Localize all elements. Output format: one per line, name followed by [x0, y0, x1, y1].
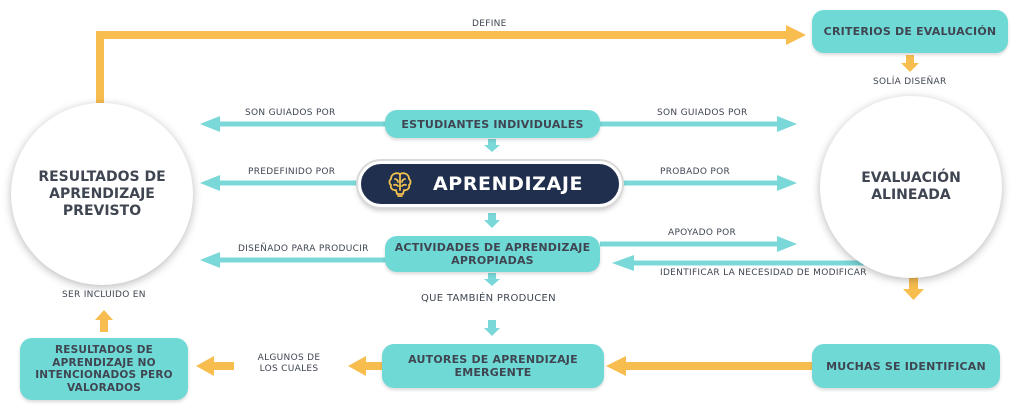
teal-connectors [200, 116, 864, 336]
node-muchas: MUCHAS SE IDENTIFICAN [812, 344, 1000, 388]
node-resultados-previsto: RESULTADOS DE APRENDIZAJE PREVISTO [11, 103, 193, 285]
arrowhead-predefinido [200, 175, 220, 191]
arrowhead-probado [777, 175, 797, 191]
arrow-disenado [218, 257, 386, 263]
label-algunos: ALGUNOS DE LOS CUALES [257, 353, 321, 374]
label-solia-disenar: SOLÍA DISEÑAR [873, 77, 947, 87]
node-actividades-label: ACTIVIDADES DE APRENDIZAJE APROPIADAS [394, 241, 591, 267]
node-autores-label: AUTORES DE APRENDIZAJE EMERGENTE [408, 353, 578, 379]
arrow-identificar [632, 260, 864, 266]
label-ser-incluido: SER INCLUIDO EN [62, 290, 146, 300]
orange-connectors [95, 25, 924, 376]
label-tambien-producen: QUE TAMBIÉN PRODUCEN [421, 293, 556, 304]
arrowhead-to-no-intencionados [196, 356, 214, 376]
arrowhead-define [786, 25, 806, 45]
arrow-define-vertical [96, 31, 104, 103]
label-disenado: DISEÑADO PARA PRODUCIR [238, 244, 369, 254]
brain-icon [388, 172, 412, 197]
node-actividades: ACTIVIDADES DE APRENDIZAJE APROPIADAS [385, 236, 600, 272]
label-son-guiados-left: SON GUIADOS POR [245, 108, 336, 118]
arrow-probado [622, 180, 778, 186]
node-aprendizaje: APRENDIZAJE [358, 161, 622, 207]
label-predefinido: PREDEFINIDO POR [248, 167, 336, 177]
center-vertical-arrows [484, 139, 500, 336]
arrowhead-to-autores [606, 356, 626, 376]
label-identificar: IDENTIFICAR LA NECESIDAD DE MODIFICAR [660, 268, 867, 278]
node-no-intencionados: RESULTADOS DE APRENDIZAJE NO INTENCIONAD… [20, 338, 188, 400]
label-probado: PROBADO POR [660, 167, 731, 177]
node-resultados-previsto-label: RESULTADOS DE APRENDIZAJE PREVISTO [38, 168, 166, 219]
node-evaluacion-alineada: EVALUACIÓN ALINEADA [820, 96, 1002, 278]
label-son-guiados-right: SON GUIADOS POR [657, 108, 748, 118]
arrowhead-son-guiados-left [200, 116, 220, 132]
arrowhead-identificar [612, 255, 634, 271]
label-apoyado: APOYADO POR [668, 228, 737, 238]
arrowhead-to-muchas [903, 289, 924, 300]
node-muchas-label: MUCHAS SE IDENTIFICAN [826, 359, 986, 373]
node-no-intencionados-label: RESULTADOS DE APRENDIZAJE NO INTENCIONAD… [35, 344, 173, 394]
arrowhead-solia-disenar [901, 63, 919, 72]
arrow-muchas-to-autores [624, 362, 812, 370]
node-autores: AUTORES DE APRENDIZAJE EMERGENTE [382, 344, 604, 388]
node-criterios: CRITERIOS DE EVALUACIÓN [812, 10, 1008, 53]
node-estudiantes: ESTUDIANTES INDIVIDUALES [385, 110, 600, 138]
arrowhead-ser-incluido [95, 310, 113, 320]
arrow-son-guiados-right [600, 121, 778, 127]
arrowhead-algunos-right [348, 356, 366, 376]
arrowhead-apoyado [777, 236, 797, 252]
node-criterios-label: CRITERIOS DE EVALUACIÓN [823, 25, 997, 38]
label-define: DEFINE [472, 19, 507, 29]
arrow-son-guiados-left [218, 121, 386, 127]
arrowhead-son-guiados-right [777, 116, 797, 132]
arrow-define-horizontal [96, 31, 788, 39]
arrowhead-disenado [200, 252, 220, 268]
arrow-predefinido [218, 180, 358, 186]
node-estudiantes-label: ESTUDIANTES INDIVIDUALES [401, 117, 584, 131]
node-aprendizaje-label: APRENDIZAJE [433, 173, 584, 195]
node-evaluacion-alineada-label: EVALUACIÓN ALINEADA [861, 170, 961, 203]
arrow-apoyado [600, 241, 778, 247]
